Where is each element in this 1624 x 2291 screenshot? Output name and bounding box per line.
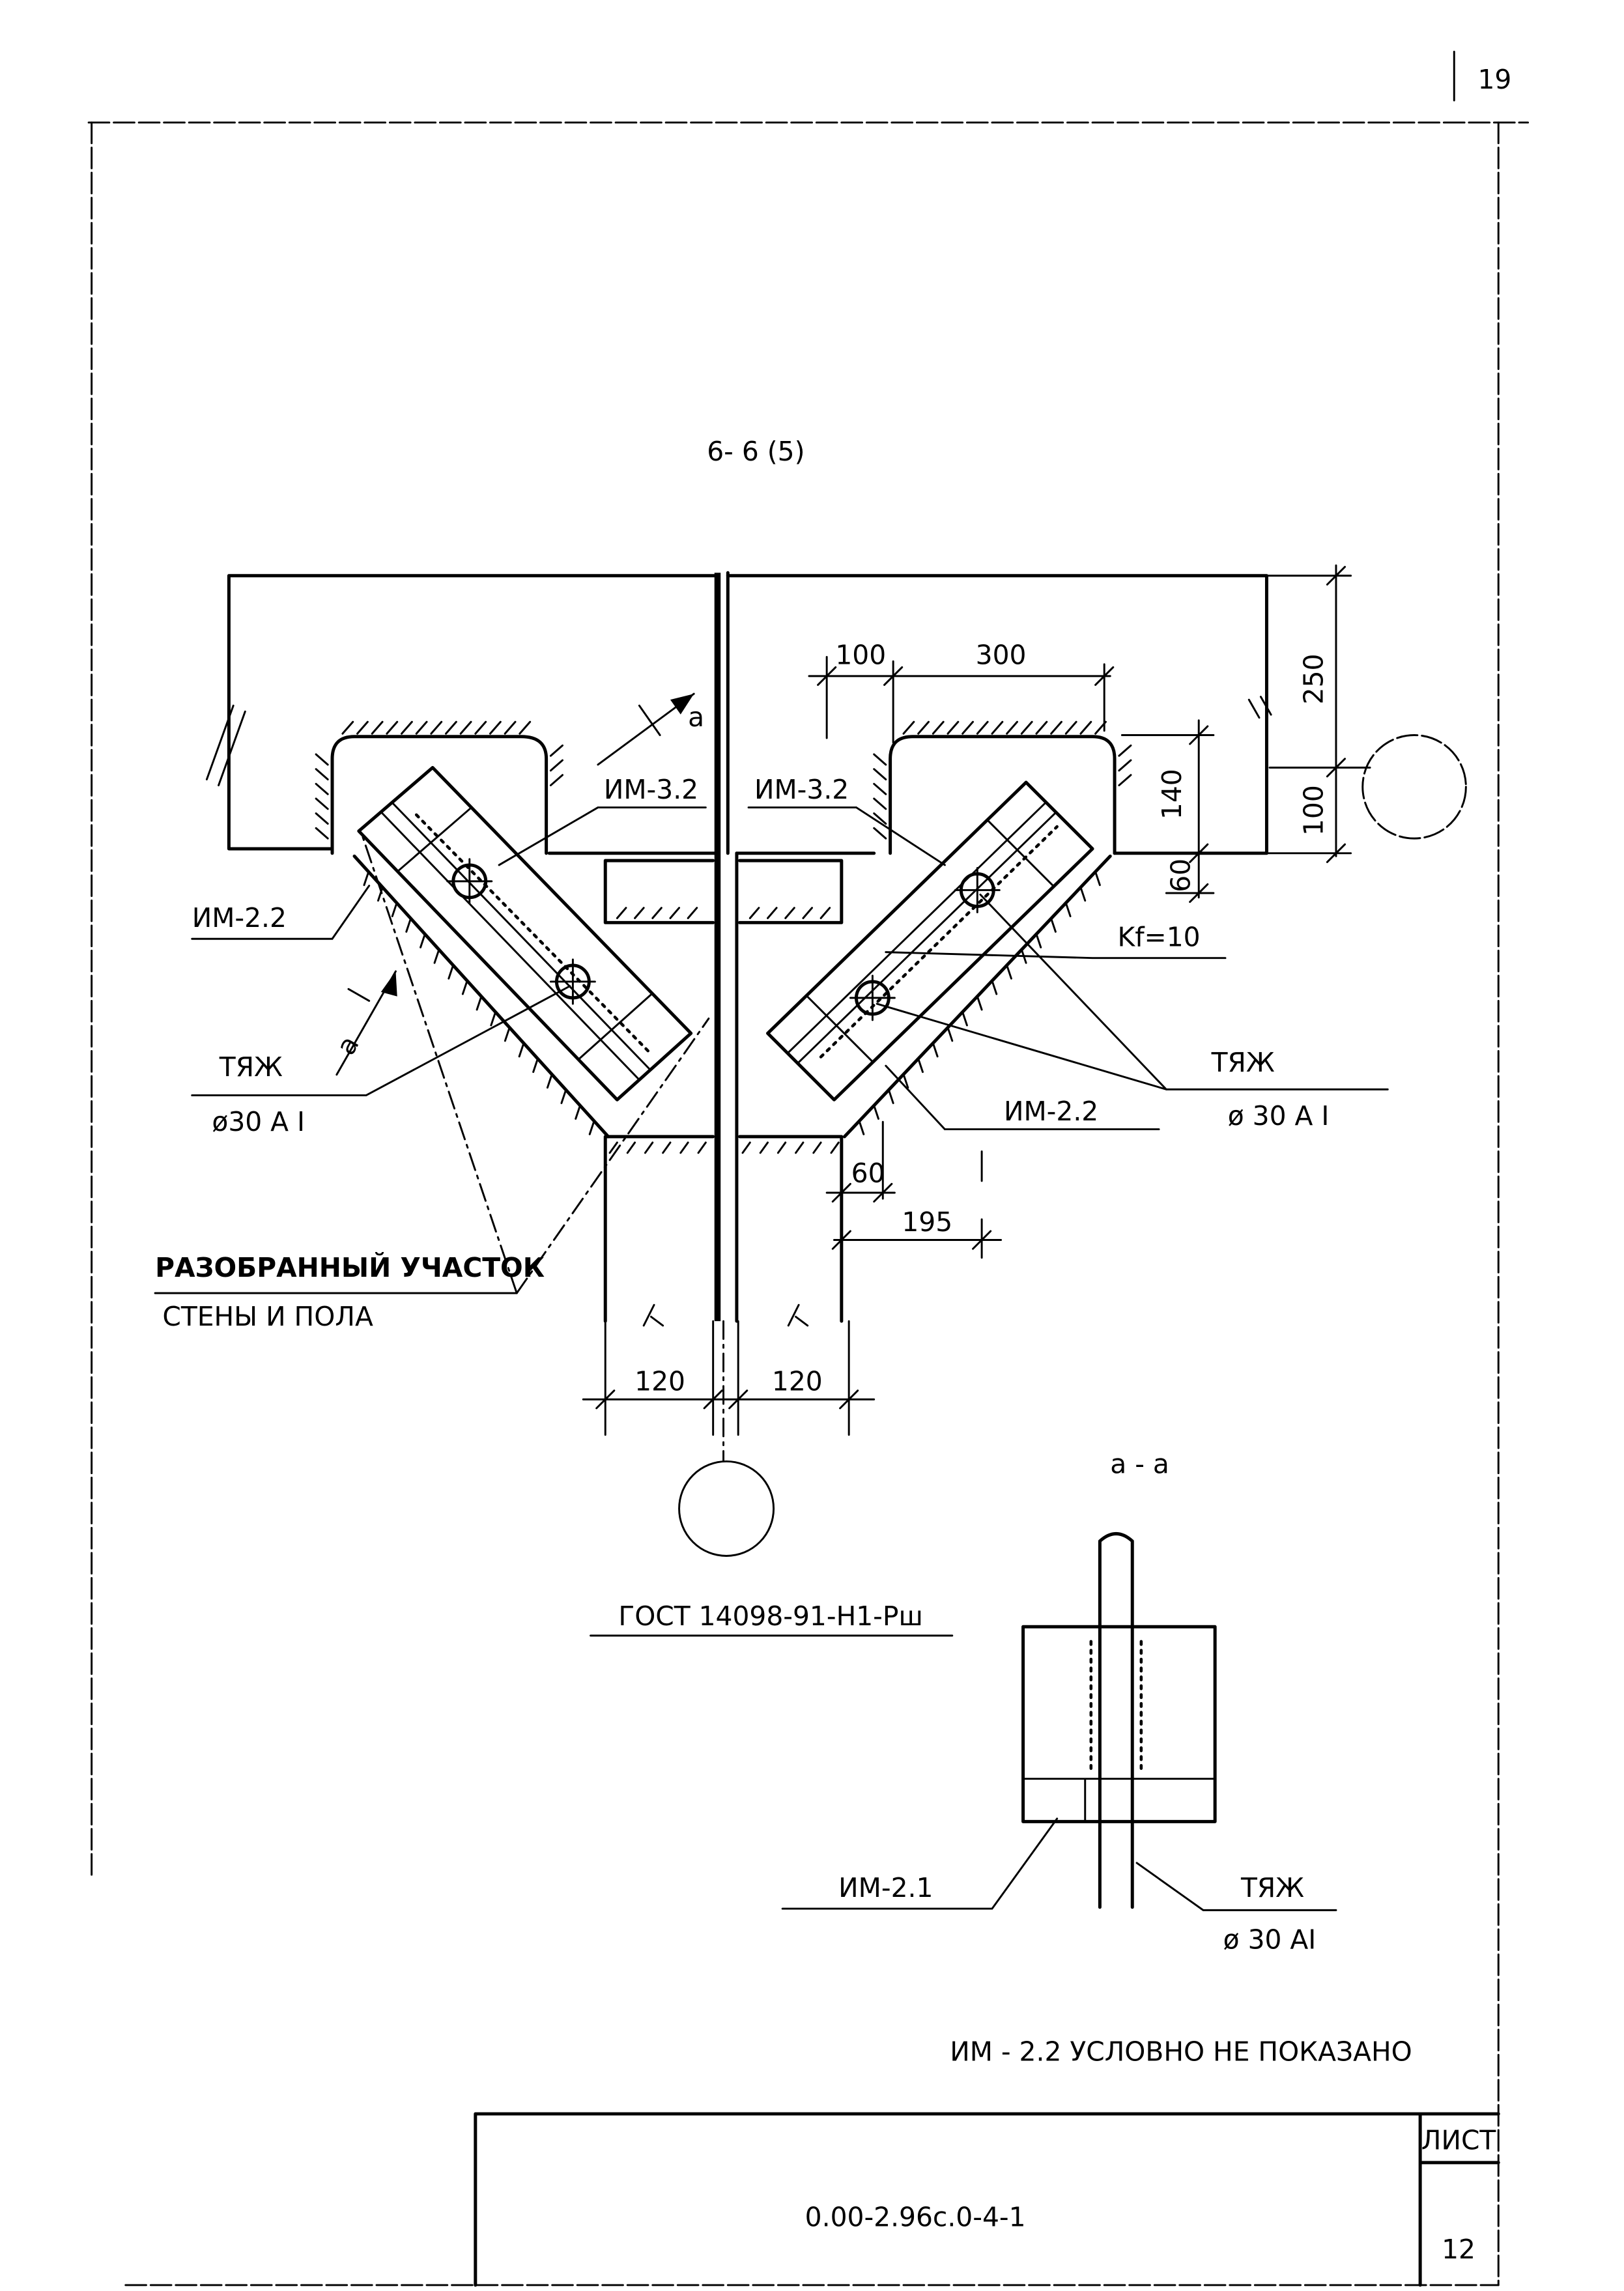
dim-120-120-line <box>582 1320 876 1436</box>
dim-bottom-195: 195 <box>902 1206 952 1238</box>
right-plate-inner-lines <box>786 801 1057 1064</box>
label-weld-kf: Kf=10 <box>1117 922 1200 953</box>
label-im32-left: ИМ-3.2 <box>604 774 698 805</box>
lower-walls-hatching <box>608 907 840 1154</box>
right-plate-weld-line <box>819 825 1059 1059</box>
label-im22-right: ИМ-2.2 <box>1004 1096 1098 1127</box>
label-dismantled-line1: РАЗОБРАННЫЙ УЧАСТОК <box>155 1252 545 1283</box>
label-tie-right-spec: ø 30 A I <box>1228 1100 1330 1131</box>
leader-tie-left <box>191 985 571 1096</box>
dim-right-100: 100 <box>1298 785 1330 836</box>
section-aa-tie-spec: ø 30 AI <box>1223 1924 1317 1955</box>
leader-weld-kf <box>885 951 1227 960</box>
section-aa-view: а - а ИМ-2.1 ТЯЖ ø 30 AI <box>781 1449 1337 1955</box>
left-anchor-plate <box>357 765 693 1102</box>
leader-dismantled-pointers <box>360 832 710 1294</box>
leader-im32-left <box>498 806 707 866</box>
page-number: 19 <box>1478 64 1512 95</box>
label-tie-right-name: ТЯЖ <box>1211 1047 1275 1078</box>
title-block-sheet-number: 12 <box>1442 2234 1475 2265</box>
section-aa-title: а - а <box>1110 1449 1169 1480</box>
dim-right-60: 60 <box>1165 859 1197 892</box>
title-block-outline <box>474 2112 1500 2287</box>
dim-top-300: 300 <box>976 640 1027 671</box>
label-tie-left-spec: ø30 A I <box>212 1106 305 1137</box>
right-niche-hatching <box>873 720 1132 840</box>
left-panel-break-mark <box>205 704 246 787</box>
left-lower-wall-outline <box>603 859 715 1323</box>
right-niche-outline <box>889 735 1117 855</box>
axis-marker-circle <box>678 1460 775 1557</box>
label-gost: ГОСТ 14098-91-Н1-Рш <box>618 1601 922 1632</box>
section-aa-plate <box>1021 1625 1217 1823</box>
dim-bottom-60: 60 <box>851 1158 885 1189</box>
title-block-doc-code: 0.00-2.96с.0-4-1 <box>805 2201 1026 2232</box>
label-im22-left: ИМ-2.2 <box>192 902 287 933</box>
dimensions: 100 300 250 100 140 60 60 195 120 120 <box>582 564 1467 1557</box>
section-aa-tie-name: ТЯЖ <box>1240 1872 1304 1903</box>
left-niche-outline <box>330 735 548 855</box>
section-aa-tie-rod <box>1098 1532 1134 1909</box>
leader-im32-right <box>747 806 946 866</box>
title-block: 0.00-2.96с.0-4-1 ЛИСТ 12 <box>474 2112 1500 2287</box>
dim-wall-120-right: 120 <box>772 1366 823 1397</box>
section-aa-weld-marks <box>1089 1640 1143 1773</box>
leader-section-aa-tie <box>1135 1862 1337 1911</box>
label-tie-left-name: ТЯЖ <box>219 1051 283 1083</box>
leader-im22-right <box>885 1064 1160 1131</box>
tie-rod-hole-crosshairs <box>446 858 1001 1021</box>
right-panel-break-mark <box>1247 696 1274 722</box>
right-anchor-plate <box>766 780 1094 1102</box>
dim-wall-120-left: 120 <box>634 1366 685 1397</box>
lower-wall-break-marks <box>642 1303 809 1327</box>
dim-140-60-line <box>1120 719 1215 904</box>
label-im32-right: ИМ-3.2 <box>754 774 849 805</box>
dim-right-250: 250 <box>1298 654 1330 705</box>
title-block-sheet-label: ЛИСТ <box>1421 2124 1497 2156</box>
dim-60-195-line <box>825 1120 1003 1259</box>
section-marker-upper-label: а <box>688 702 704 733</box>
left-plate-weld-line <box>414 813 651 1055</box>
dim-250-100-line <box>1265 564 1371 863</box>
section-title: 6- 6 (5) <box>707 436 805 467</box>
callout-circle-right <box>1361 734 1467 840</box>
drawing-note: ИМ - 2.2 УСЛОВНО НЕ ПОКАЗАНО <box>950 2036 1412 2067</box>
labels: ИМ-3.2 ИМ-3.2 ИМ-2.2 Kf=10 ТЯЖ ø30 A I Т… <box>154 774 1389 1637</box>
right-panel-outline <box>726 574 1268 855</box>
sheet-frame: 19 <box>87 50 1530 2286</box>
left-plate-inner-lines <box>380 801 653 1081</box>
left-niche-hatching <box>315 720 564 840</box>
leader-im22-left <box>191 885 371 940</box>
tie-rod-holes <box>446 858 1001 1021</box>
section-aa-plate-inner-lines <box>1022 1778 1216 1823</box>
label-dismantled-line2: СТЕНЫ И ПОЛА <box>162 1301 373 1332</box>
left-slot-hatching <box>363 870 595 1135</box>
dim-top-100: 100 <box>835 640 886 671</box>
left-panel-outline <box>227 574 718 851</box>
leader-section-aa-plate <box>781 1817 1059 1910</box>
dim-100-300-line <box>808 655 1115 744</box>
leader-tie-right <box>876 893 1389 1090</box>
section-marker-lower-arrow <box>380 971 397 997</box>
section-aa-plate-label: ИМ-2.1 <box>838 1872 933 1903</box>
dim-right-140: 140 <box>1156 769 1188 819</box>
section-marker-upper-arrow <box>670 694 694 715</box>
